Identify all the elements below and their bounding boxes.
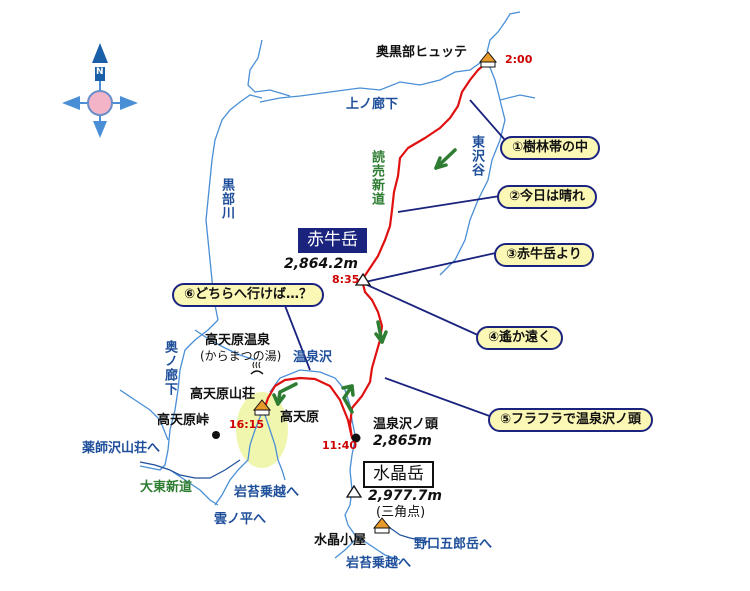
suisho-goya-label: 水晶小屋 [314,533,367,548]
yakushizawa-label: 薬師沢山荘へ [82,441,161,456]
river-okunorouka [139,319,219,471]
river-kotengen-streams-2 [264,414,286,481]
river-west-branch [247,39,291,97]
kotengen-onsen-label: 高天原温泉 [205,333,271,348]
callout-3: ③赤牛岳より [494,243,594,268]
river-kotengen-streams [214,411,263,506]
leader-3 [364,251,501,283]
river-south-branch [334,539,356,559]
compass [62,43,138,138]
kotengen-sanso-label: 高天原山荘 [190,387,256,402]
direction-arrows [272,148,457,414]
river-east-spur [499,94,536,101]
compass-center [87,90,113,116]
arrow-1-head [434,156,448,170]
arrow-4-head [272,393,286,406]
sankakuten-label: (三角点) [376,505,426,520]
okunorouka-label: 奥ノ廊下 [162,340,177,396]
leader-6 [281,297,311,371]
time-0200: 2:00 [505,53,533,66]
compass-arrow-s [93,121,107,138]
time-0835: 8:35 [332,273,360,286]
kaminorouka-label: 上ノ廊下 [346,97,399,112]
rivers [119,11,536,561]
summit-akaushi-icon [354,272,372,286]
compass-arrow-e [120,96,138,110]
suisho-elevation: 2,977.7m [368,488,442,504]
hiking-route [262,61,488,440]
river-west-small [119,389,169,441]
time-1615: 16:15 [229,418,265,431]
iwagoke-norikoshi-label-2: 岩苔乗越へ [346,556,412,571]
tozawadani-label: 東沢谷 [469,135,484,177]
kotengen-toge-label: 高天原峠 [157,413,210,428]
compass-arrow-n [92,43,108,63]
akaushi-elevation: 2,864.2m [284,256,358,272]
river-east-tozawa [439,59,506,276]
hut-okukurobe-icon [478,51,498,68]
daito-shindo-label: 大東新道 [140,480,193,495]
arrow-1 [434,148,457,170]
hut-suisho-icon [372,517,392,534]
kumonotaira-label: 雲ノ平へ [214,512,267,527]
river-top-right [486,11,521,53]
river-sw [169,469,219,506]
river-mid-west [194,329,256,361]
summit-suisho-icon [345,484,363,498]
kotengen-label: 高天原 [280,410,320,425]
trail-yakushi [139,461,171,471]
callout-2: ②今日は晴れ [497,185,598,210]
river-kaminorouka [259,57,488,103]
time-1140: 11:40 [322,439,358,452]
trail-noguchi [385,524,431,543]
callout-5: ⑤フラフラで温泉沢ノ頭 [488,408,654,433]
callout-leaders [281,99,506,419]
yomiuri-shindo-label: 読売新道 [369,150,384,206]
point-onsenzawa-no-kashira-icon [351,433,361,443]
noguchi-goro-label: 野口五郎岳へ [414,537,493,552]
leader-5 [384,377,496,419]
arrow-3 [341,384,354,414]
leader-4 [364,283,481,337]
onsenzawa-label: 温泉沢 [293,350,333,365]
point-kotengen-toge-icon [212,431,220,439]
okukurobe-hutte-label: 奥黒部ヒュッテ [376,45,468,60]
arrow-3-head [341,384,355,397]
kurobegawa-label: 黒部川 [219,178,234,220]
river-south [344,439,401,561]
karamatsu-label: (からまつの湯) [200,349,282,363]
iwagoke-norikoshi-label-1: 岩苔乗越へ [234,485,300,500]
compass-north-label: N [96,67,104,77]
callout-1: ①樹林帯の中 [500,136,601,161]
compass-n-box [95,67,105,81]
onsenzawa-no-kashira-label: 温泉沢ノ頭 [373,417,439,432]
river-kurobe [205,94,263,321]
arrow-2-head [374,330,388,344]
callout-6: ⑥どちらへ行けば…？ [172,283,325,308]
hut-kotengen-icon [252,399,272,416]
leader-2 [397,195,501,213]
compass-arrow-w [62,96,80,110]
arrow-4 [276,382,298,406]
akaushi-peak-label: 赤牛岳 [298,228,367,253]
leader-1 [469,99,506,141]
trail-daito [169,459,241,479]
hot-spring-icon [250,361,264,375]
callout-4: ④遙か遠く [476,326,564,351]
onsenzawa-no-kashira-elevation: 2,865m [373,433,432,449]
suisho-peak-label: 水晶岳 [363,461,434,488]
trails [139,459,431,543]
